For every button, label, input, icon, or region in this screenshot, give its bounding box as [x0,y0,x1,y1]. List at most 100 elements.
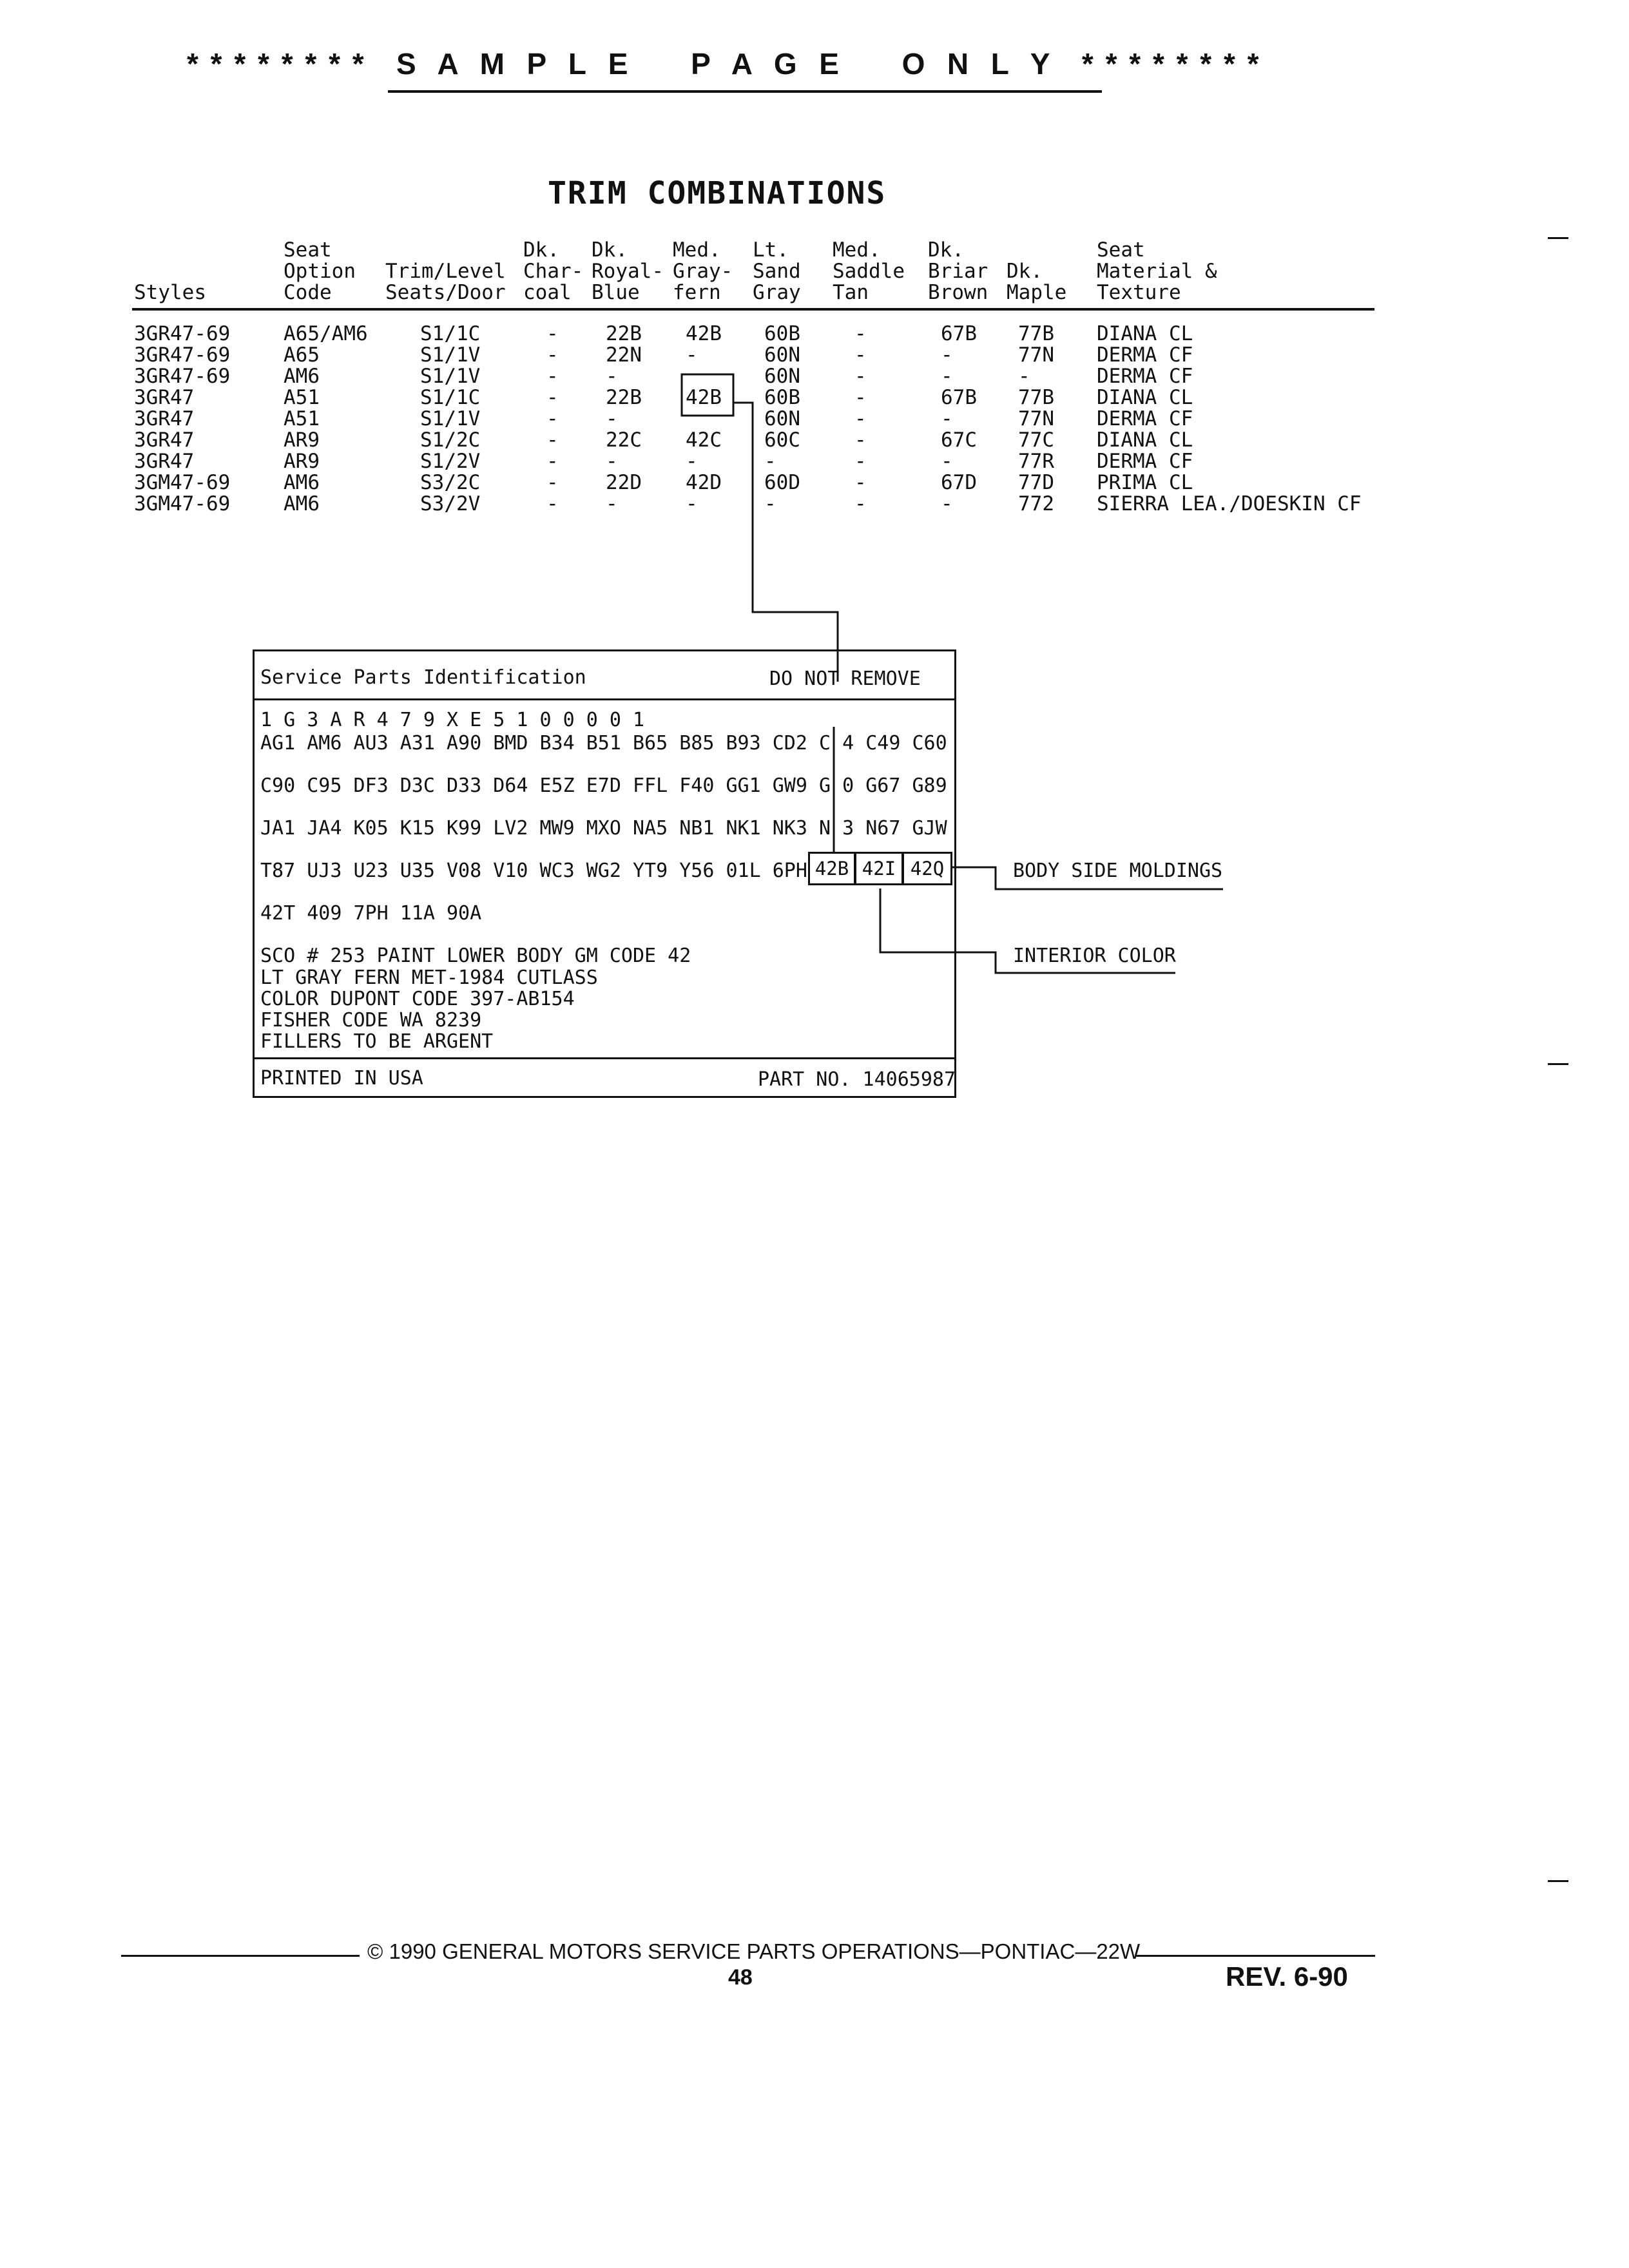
boxed-code: 42Q [902,852,952,885]
table-cell: - [686,492,698,515]
table-cell: 3GR47-69 [134,343,231,367]
table-cell: - [686,343,698,367]
table-cell: DERMA CF [1097,407,1193,430]
column-header: Char- [523,260,584,283]
table-cell: A65/AM6 [284,322,368,345]
table-cell: 77B [1018,322,1054,345]
table-cell: 60N [764,407,800,430]
table-cell: A51 [284,407,320,430]
label-divider [253,698,956,700]
table-cell: 22B [606,322,642,345]
label-divider [253,1057,956,1059]
table-cell: AM6 [284,492,320,515]
table-cell: - [546,407,559,430]
option-line: 42T 409 7PH 11A 90A [260,902,482,925]
table-cell: 3GM47-69 [134,492,231,515]
table-cell: AM6 [284,365,320,388]
column-header: Dk. [1007,260,1043,283]
column-header: Trim/Level [385,260,506,283]
option-line: AG1 AM6 AU3 A31 A90 BMD B34 B51 B65 B85 … [260,732,947,754]
table-cell: DIANA CL [1097,428,1193,452]
table-cell: - [606,365,618,388]
table-cell: DERMA CF [1097,365,1193,388]
callout-interior-color: INTERIOR COLOR [1013,945,1176,967]
table-cell: - [854,450,867,473]
column-header: Med. [833,238,881,262]
note-line: SCO # 253 PAINT LOWER BODY GM CODE 42 [260,945,691,967]
column-header: Saddle [833,260,905,283]
column-header: Texture [1097,281,1181,304]
table-cell: DERMA CF [1097,343,1193,367]
table-cell: - [854,471,867,494]
label-notice: DO NOT REMOVE [769,668,921,690]
table-cell: - [854,322,867,345]
column-header: Dk. [928,238,964,262]
column-header: Brown [928,281,988,304]
table-cell: 42C [686,428,722,452]
column-header: Dk. [523,238,559,262]
option-line: JA1 JA4 K05 K15 K99 LV2 MW9 MXO NA5 NB1 … [260,817,947,840]
column-header: coal [523,281,572,304]
option-line: T87 UJ3 U23 U35 V08 V10 WC3 WG2 YT9 Y56 … [260,860,807,882]
table-cell: 67B [941,322,977,345]
table-cell: - [546,428,559,452]
table-cell: S1/2C [420,428,481,452]
margin-mark [1548,1063,1568,1065]
boxed-code: 42B [808,852,856,885]
column-header: Styles [134,281,206,304]
table-cell: S1/2V [420,450,481,473]
table-cell: - [941,450,953,473]
table-cell: S1/1C [420,386,481,409]
table-cell: 60B [764,322,800,345]
table-cell: - [764,492,776,515]
table-cell: - [854,365,867,388]
table-cell: 60D [764,471,800,494]
table-cell: - [941,407,953,430]
table-cell: DIANA CL [1097,386,1193,409]
table-cell: - [546,322,559,345]
table-cell: 60N [764,343,800,367]
table-cell: 77D [1018,471,1054,494]
table-cell: - [686,450,698,473]
table-cell: - [546,450,559,473]
table-cell: DERMA CF [1097,450,1193,473]
table-cell: 77N [1018,343,1054,367]
footer-rule-left [121,1955,360,1957]
column-header: Sand [753,260,801,283]
table-cell: 60N [764,365,800,388]
table-cell: 77C [1018,428,1054,452]
table-cell: 77N [1018,407,1054,430]
revision-label: REV. 6-90 [1226,1961,1348,1992]
note-line: FISHER CODE WA 8239 [260,1009,482,1032]
table-cell: A65 [284,343,320,367]
table-cell: 42B [686,322,722,345]
table-cell: - [764,450,776,473]
callout-body-side-moldings: BODY SIDE MOLDINGS [1013,860,1223,882]
footer-copyright: © 1990 GENERAL MOTORS SERVICE PARTS OPER… [367,1939,1141,1963]
printed-in: PRINTED IN USA [260,1067,423,1090]
table-cell: AR9 [284,450,320,473]
table-cell: - [854,492,867,515]
table-cell: 67B [941,386,977,409]
vin-number: 1 G 3 A R 4 7 9 X E 5 1 0 0 0 0 1 [260,709,645,731]
table-cell: S1/1V [420,343,481,367]
footer-rule-right [1135,1955,1375,1957]
part-number: PART NO. 14065987 [758,1068,956,1091]
page-title: TRIM COMBINATIONS [548,175,887,211]
table-cell: 42B [686,386,722,409]
column-header: Dk. [592,238,628,262]
table-cell: 77B [1018,386,1054,409]
margin-mark [1548,1880,1568,1882]
table-header-rule [132,308,1374,311]
column-header: Seats/Door [385,281,506,304]
label-title: Service Parts Identification [260,666,586,689]
margin-mark [1548,237,1568,239]
table-cell: S1/1V [420,365,481,388]
table-cell: - [546,343,559,367]
table-cell: 77R [1018,450,1054,473]
note-line: FILLERS TO BE ARGENT [260,1030,494,1053]
table-cell: - [854,386,867,409]
table-cell: - [941,365,953,388]
column-header: Gray- [673,260,733,283]
boxed-code: 42I [854,852,903,885]
